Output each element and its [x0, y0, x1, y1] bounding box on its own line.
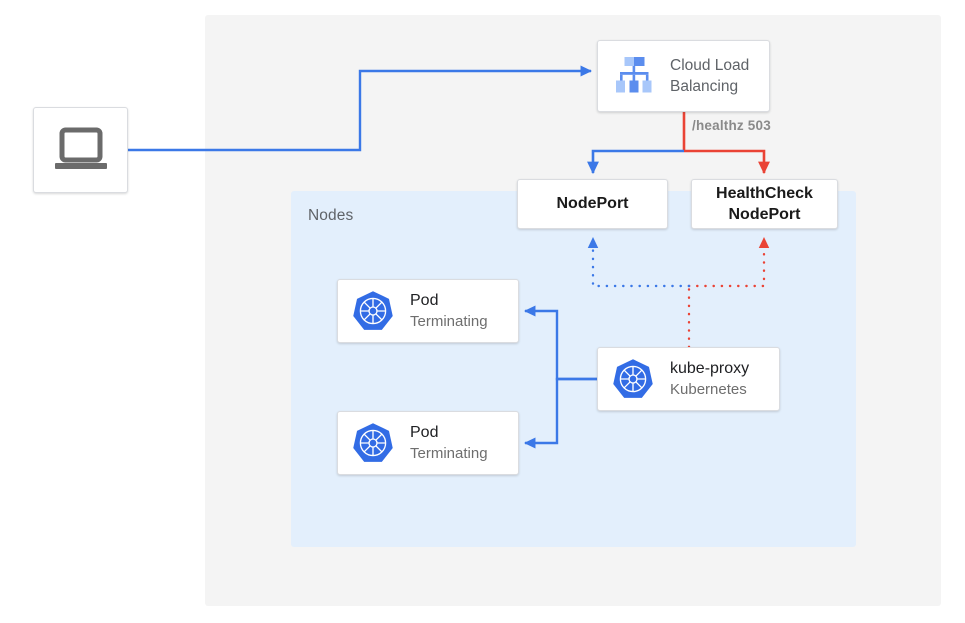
pod-1-subtitle: Terminating [410, 313, 488, 330]
pod-node-2[interactable]: Pod Terminating [337, 411, 519, 475]
kubernetes-icon [613, 359, 653, 398]
pod-2-text: Pod Terminating [410, 422, 488, 464]
healthcheck-nodeport-label: HealthCheck NodePort [716, 183, 813, 225]
pod-node-1[interactable]: Pod Terminating [337, 279, 519, 343]
kubernetes-icon [353, 423, 393, 462]
kube-proxy-title: kube-proxy [670, 360, 750, 377]
kubernetes-icon [353, 291, 393, 330]
nodeport-label: NodePort [556, 195, 629, 212]
lb-label-line-1: Cloud Load [670, 57, 750, 74]
laptop-icon [54, 127, 107, 169]
cloud-load-balancing-icon [616, 57, 652, 93]
kube-proxy-text: kube-proxy Kubernetes [670, 358, 749, 400]
pod-1-title: Pod [410, 292, 439, 309]
pod-2-subtitle: Terminating [410, 445, 488, 462]
cloud-load-balancing-node[interactable]: Cloud Load Balancing [597, 40, 770, 112]
healthcheck-nodeport-node[interactable]: HealthCheck NodePort [691, 179, 838, 229]
kube-proxy-subtitle: Kubernetes [670, 381, 747, 398]
nodes-panel-label: Nodes [308, 207, 354, 224]
client-node[interactable] [33, 107, 128, 193]
kube-proxy-node[interactable]: kube-proxy Kubernetes [597, 347, 780, 411]
healthcheck-nodeport-line-1: HealthCheck [716, 185, 813, 202]
healthcheck-nodeport-line-2: NodePort [728, 206, 801, 223]
lb-label-line-2: Balancing [670, 78, 739, 95]
healthz-503-label: /healthz 503 [692, 118, 771, 133]
pod-2-title: Pod [410, 424, 439, 441]
nodeport-node[interactable]: NodePort [517, 179, 668, 229]
pod-1-text: Pod Terminating [410, 290, 488, 332]
cloud-load-balancing-label: Cloud Load Balancing [670, 55, 749, 97]
